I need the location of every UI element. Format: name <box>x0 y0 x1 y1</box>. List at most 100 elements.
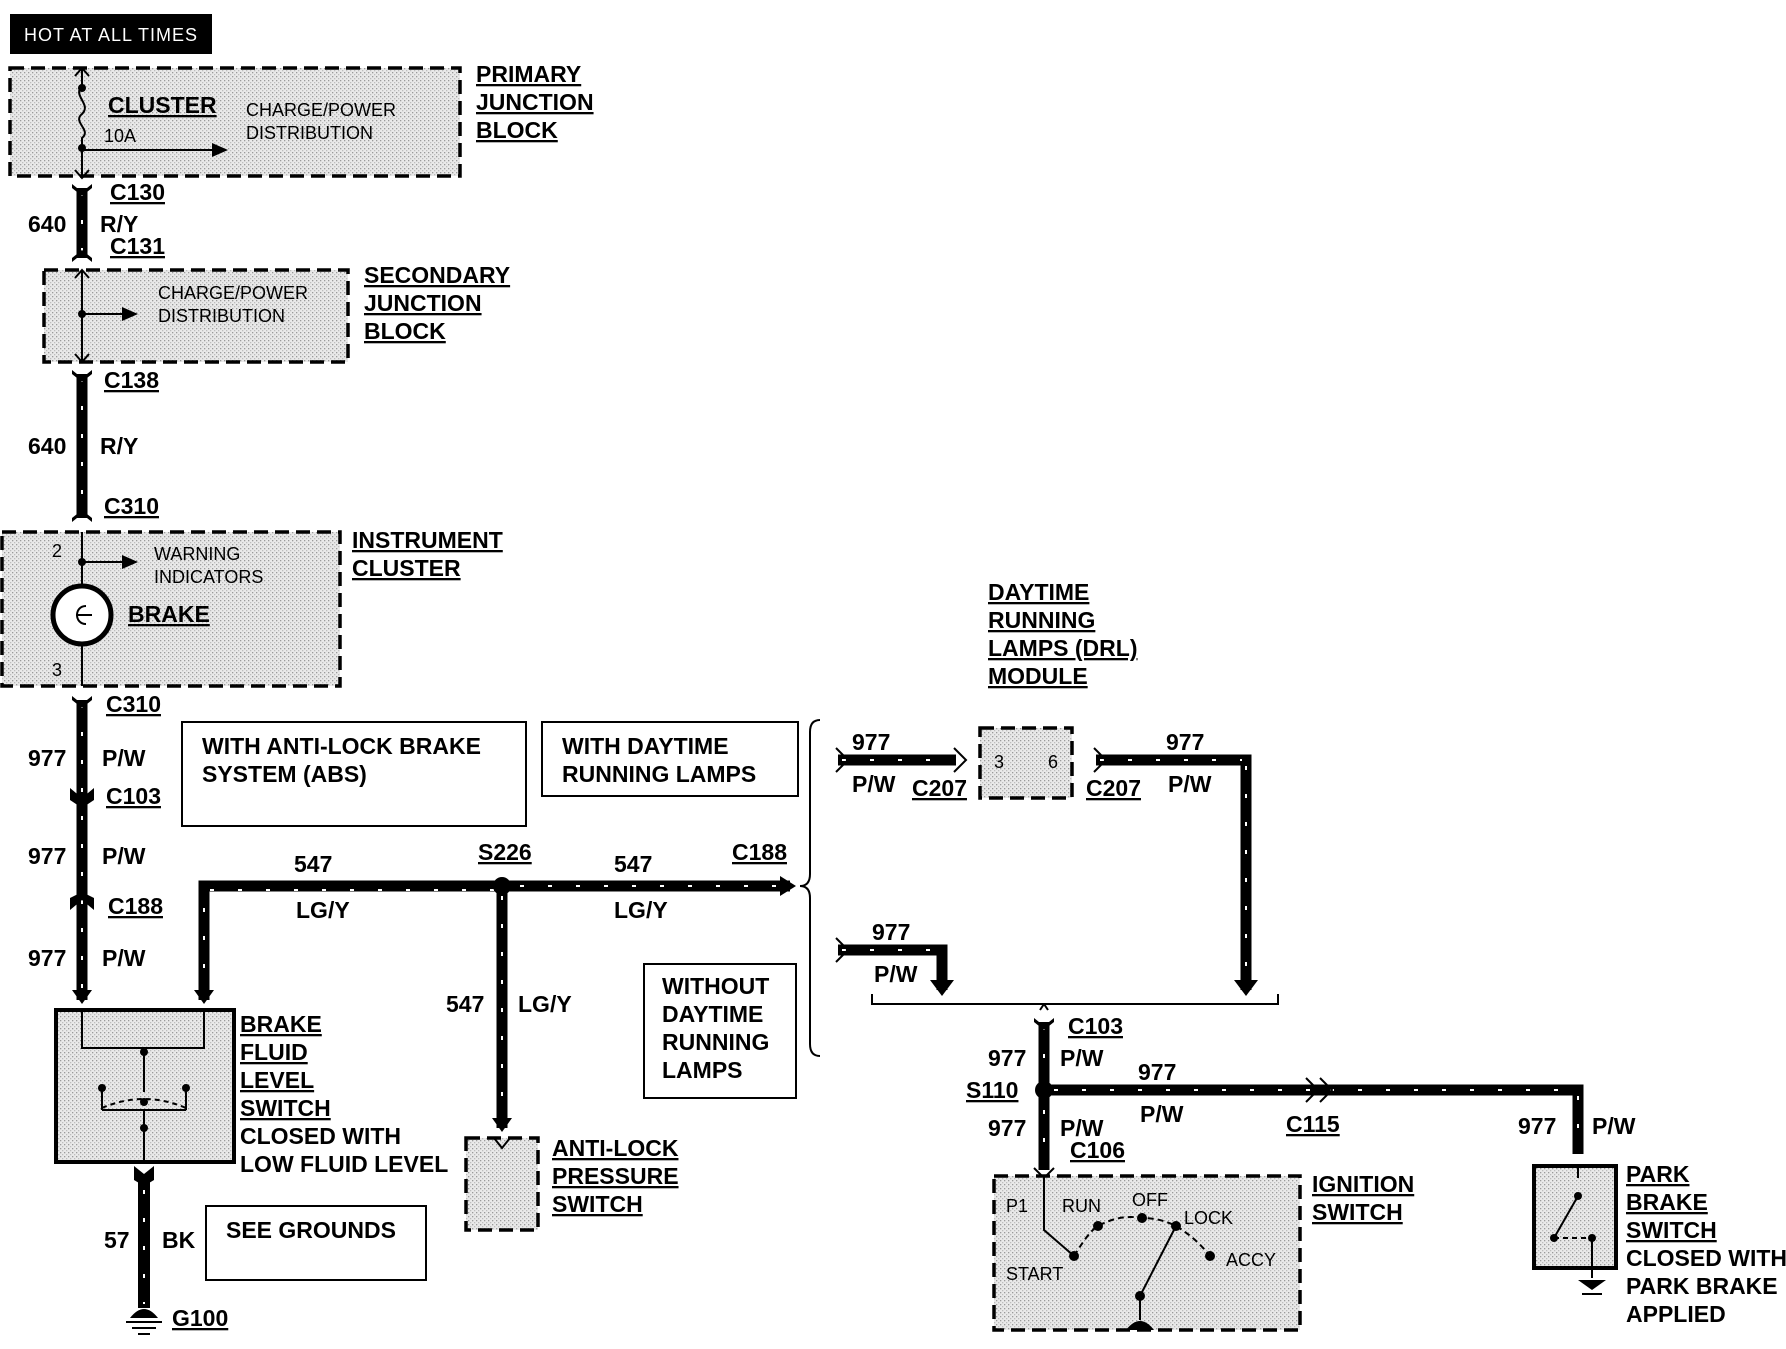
ground-icon <box>1126 1321 1154 1330</box>
connector-c138-label: C138 <box>104 367 159 393</box>
hot-at-all-times-banner: HOT AT ALL TIMES <box>10 14 212 54</box>
fuse-symbol <box>78 68 86 178</box>
wire-977-circuit: 977 <box>28 945 66 971</box>
ground-icon <box>1578 1280 1606 1290</box>
connector-c130-label: C130 <box>110 179 165 205</box>
ignition-pos-accy: ACCY <box>1226 1250 1276 1270</box>
primary-inner-line-2: DISTRIBUTION <box>246 123 373 143</box>
wire-57-circuit: 57 <box>104 1227 130 1253</box>
ground-g100-icon <box>130 1309 158 1318</box>
ignition-pos-start: START <box>1006 1264 1063 1284</box>
note-without-drl-line-3: RUNNING <box>662 1029 769 1055</box>
wire-977-circuit: 977 <box>988 1045 1026 1071</box>
wire-977-color: P/W <box>102 945 146 971</box>
anti-lock-label-1: ANTI-LOCK <box>552 1135 679 1161</box>
connector-c207-right-symbol <box>1093 747 1108 773</box>
connector-c207-left-symbol <box>953 747 968 773</box>
wire-640-circuit: 640 <box>28 211 66 237</box>
brake-fluid-label-2: FLUID <box>240 1039 308 1065</box>
note-with-drl-line-2: RUNNING LAMPS <box>562 761 756 787</box>
fuse-rating: 10A <box>104 126 136 146</box>
park-brake-note-1: CLOSED WITH <box>1626 1245 1786 1271</box>
connector-c130-symbol <box>72 184 92 196</box>
drl-module-outline <box>978 726 1074 800</box>
drl-module: DAYTIME RUNNING LAMPS (DRL) MODULE 3 6 <box>978 579 1137 800</box>
connector-c115-symbol <box>1305 1077 1334 1103</box>
park-brake-note-2: PARK BRAKE <box>1626 1273 1778 1299</box>
wire-977-circuit: 977 <box>852 729 890 755</box>
wire-977-circuit: 977 <box>28 843 66 869</box>
ignition-pos-run: RUN <box>1062 1196 1101 1216</box>
primary-label-3: BLOCK <box>476 117 558 143</box>
arrow-down-icon <box>74 353 90 364</box>
primary-junction-block: CHARGE/POWER DISTRIBUTION CLUSTER 10A PR… <box>8 61 594 180</box>
note-with-drl-line-1: WITH DAYTIME <box>562 733 729 759</box>
fuse-node-top <box>78 84 86 92</box>
brake-fluid-note-1: CLOSED WITH <box>240 1123 401 1149</box>
note-with-drl: WITH DAYTIME RUNNING LAMPS <box>541 721 799 797</box>
wire-57-color: BK <box>162 1227 196 1253</box>
park-brake-switch-outline <box>1532 1164 1618 1270</box>
wire-977-no-drl: 977 P/W <box>835 919 954 996</box>
park-brake-label-3: SWITCH <box>1626 1217 1717 1243</box>
brake-fluid-label-3: LEVEL <box>240 1067 314 1093</box>
wire-547: 547 LG/Y S226 547 LG/Y C188 547 LG/Y <box>194 839 796 1132</box>
hot-label: HOT AT ALL TIMES <box>24 25 198 45</box>
arrow-down-icon <box>194 990 214 1004</box>
wire-547-circuit: 547 <box>614 851 652 877</box>
wire-547-circuit: 547 <box>446 991 484 1017</box>
wire-977-color: P/W <box>1060 1045 1104 1071</box>
anti-lock-label-2: PRESSURE <box>552 1163 679 1189</box>
wire-977-circuit: 977 <box>1166 729 1204 755</box>
arrow-down-icon <box>492 1118 512 1132</box>
wire-640-lower: C138 640 R/Y C310 <box>28 367 159 522</box>
secondary-label-1: SECONDARY <box>364 262 510 288</box>
note-abs-line-2: SYSTEM (ABS) <box>202 761 367 787</box>
brake-fluid-note-2: LOW FLUID LEVEL <box>240 1151 448 1177</box>
brake-lamp-label: BRAKE <box>128 601 210 627</box>
ground-g100-label: G100 <box>172 1305 228 1331</box>
park-brake-switch: PARK BRAKE SWITCH CLOSED WITH PARK BRAKE… <box>1532 1161 1786 1327</box>
wire-977-color: P/W <box>874 961 918 987</box>
wire-640-color: R/Y <box>100 211 138 237</box>
cluster-pin-3: 3 <box>52 660 62 680</box>
park-brake-label-1: PARK <box>1626 1161 1690 1187</box>
drl-label-4: MODULE <box>988 663 1088 689</box>
splice-s226-label: S226 <box>478 839 532 865</box>
primary-label-2: JUNCTION <box>476 89 594 115</box>
drl-label-3: LAMPS (DRL) <box>988 635 1137 661</box>
wire-977-color: P/W <box>852 771 896 797</box>
note-without-drl-line-1: WITHOUT <box>662 973 769 999</box>
wire-977-color: P/W <box>1592 1113 1636 1139</box>
primary-junction-block-outline <box>8 66 462 178</box>
connector-c188-right-symbol <box>780 876 796 896</box>
cluster-label-1: INSTRUMENT <box>352 527 503 553</box>
drl-label-1: DAYTIME <box>988 579 1089 605</box>
wire-977-circuit: 977 <box>988 1115 1026 1141</box>
connector-c310-top-label: C310 <box>104 493 159 519</box>
wire-547-color: LG/Y <box>518 991 572 1017</box>
wire-977-ignition: C103 977 P/W S110 977 P/W C106 <box>966 1013 1125 1180</box>
wire-977-circuit: 977 <box>872 919 910 945</box>
see-grounds-text: SEE GROUNDS <box>226 1217 396 1243</box>
wire-977-drl-in: 977 P/W C207 <box>835 729 968 801</box>
wire-977-color: P/W <box>102 843 146 869</box>
ignition-pos-lock: LOCK <box>1184 1208 1233 1228</box>
connector-c188-left-label: C188 <box>108 893 163 919</box>
lamp-filament-icon <box>76 605 92 625</box>
connector-c131-label: C131 <box>110 233 165 259</box>
connector-c310-top-symbol <box>72 510 92 522</box>
secondary-inner-line-2: DISTRIBUTION <box>158 306 285 326</box>
brake-fluid-label-4: SWITCH <box>240 1095 331 1121</box>
wire-547-color: LG/Y <box>614 897 668 923</box>
connector-c310-bottom-symbol <box>72 696 92 708</box>
connector-c115-label: C115 <box>1286 1111 1340 1137</box>
ignition-label-1: IGNITION <box>1312 1171 1414 1197</box>
drl-pin-3: 3 <box>994 752 1004 772</box>
secondary-label-2: JUNCTION <box>364 290 482 316</box>
connector-c310-bottom-label: C310 <box>106 691 161 717</box>
cluster-inner-line-1: WARNING <box>154 544 240 564</box>
arrow-down-icon <box>493 1137 511 1150</box>
